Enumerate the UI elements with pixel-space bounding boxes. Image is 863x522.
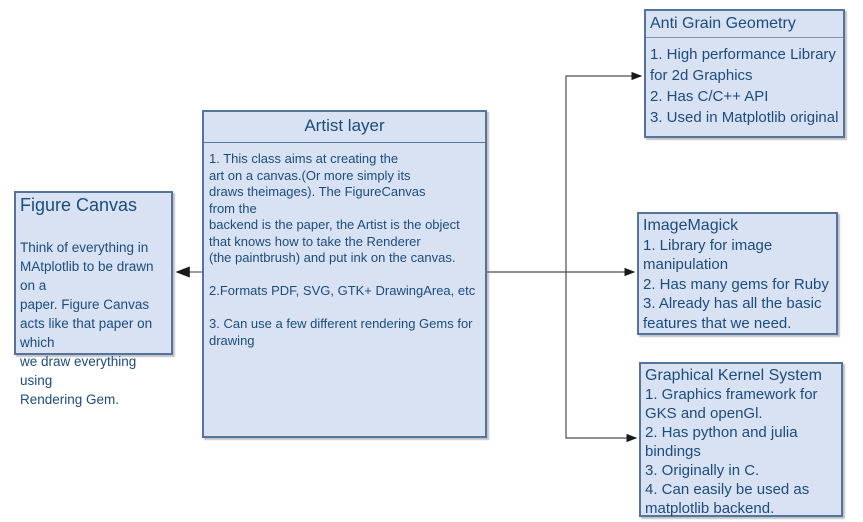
node-graphical-kernel-system-title: Graphical Kernel System: [645, 367, 822, 384]
node-figure-canvas-title: Figure Canvas: [20, 195, 138, 215]
node-anti-grain-geometry-body: 1. High performance Library for 2d Graph…: [650, 46, 839, 126]
node-imagemagick-body: 1. Library for image manipulation 2. Has…: [643, 236, 829, 332]
node-artist-layer: Artist layer 1. This class aims at creat…: [202, 110, 487, 438]
arrow-artist-to-gks: [565, 272, 638, 443]
arrow-artist-to-agg: [565, 71, 643, 272]
node-graphical-kernel-system: Graphical Kernel System 1. Graphics fram…: [639, 362, 843, 517]
node-imagemagick: ImageMagick 1. Library for image manipul…: [637, 212, 838, 335]
node-imagemagick-title: ImageMagick: [643, 217, 739, 234]
node-anti-grain-geometry: Anti Grain Geometry 1. High performance …: [644, 9, 845, 138]
node-artist-layer-body: 1. This class aims at creating the art o…: [209, 151, 476, 348]
node-graphical-kernel-system-body: 1. Graphics framework for GKS and openGl…: [645, 386, 818, 517]
node-anti-grain-geometry-title: Anti Grain Geometry: [646, 11, 843, 38]
node-figure-canvas: Figure Canvas Think of everything in MAt…: [14, 191, 173, 407]
node-figure-canvas-body: Think of everything in MAtplotlib to be …: [20, 240, 154, 407]
node-artist-layer-title: Artist layer: [204, 112, 485, 143]
